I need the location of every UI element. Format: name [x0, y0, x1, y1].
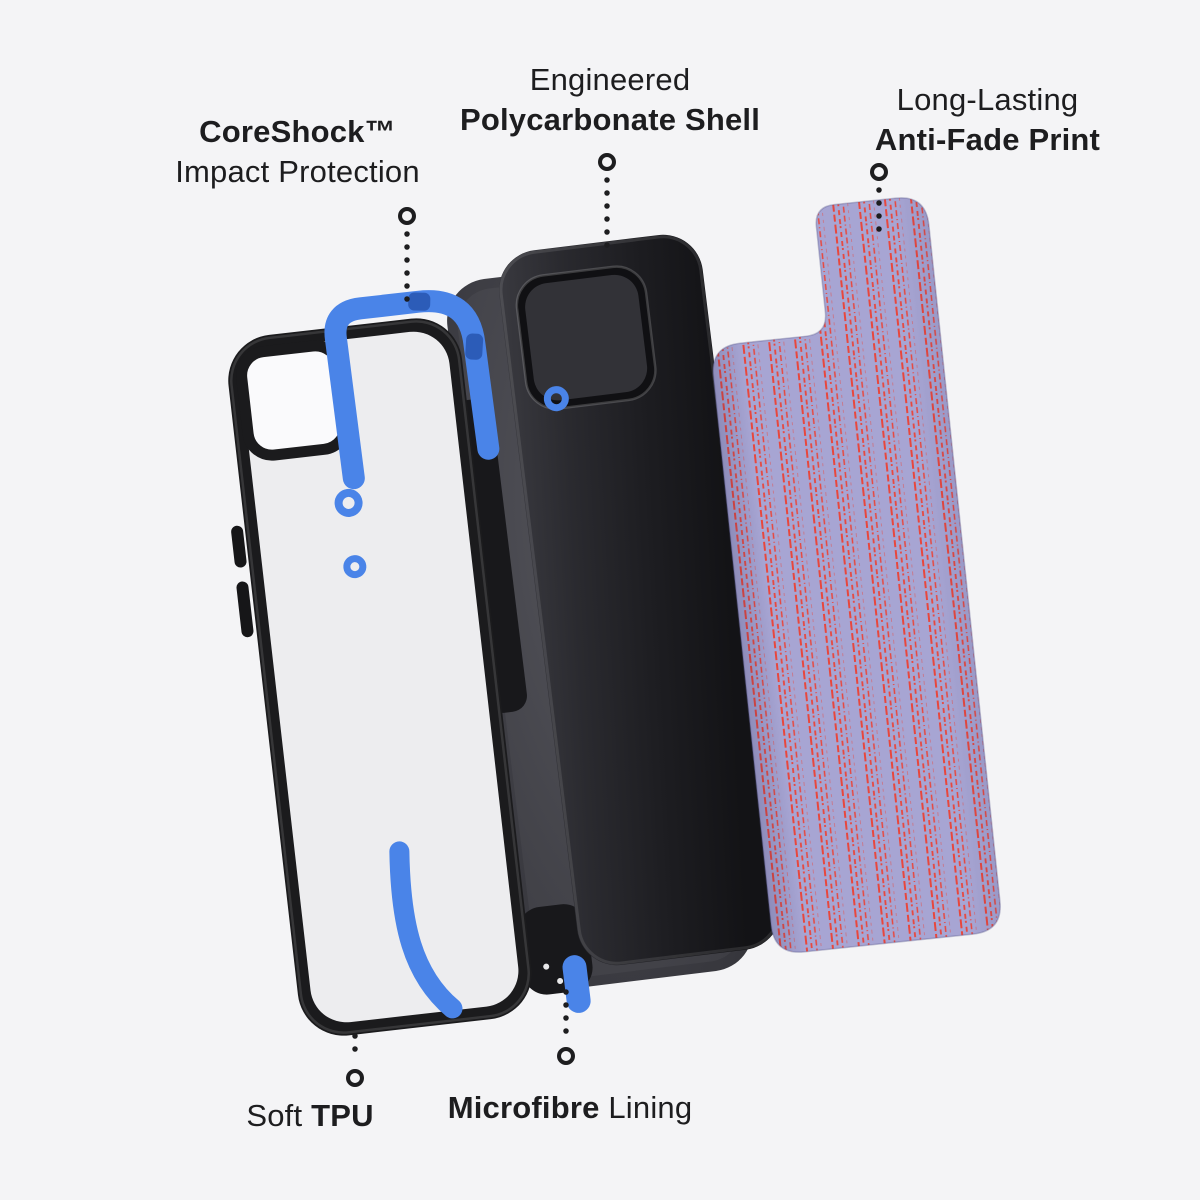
- microfibre-post: Lining: [599, 1090, 693, 1125]
- polycarbonate-title: Polycarbonate Shell: [459, 102, 761, 137]
- antifade-title: Anti-Fade Print: [874, 122, 1101, 157]
- leader-dot-print: [870, 163, 888, 181]
- microfibre-title: Microfibre: [447, 1090, 600, 1125]
- leader-dot-shell: [598, 153, 616, 171]
- leader-dot-tpu: [346, 1069, 364, 1087]
- speaker-dot: [557, 978, 564, 985]
- coreshock-frame-notch: [408, 292, 431, 311]
- coreshock-title: CoreShock™: [199, 114, 396, 149]
- camera-cutout-lining: [525, 274, 648, 401]
- antifade-pre: Long-Lasting: [896, 82, 1079, 117]
- callout-coreshock: CoreShock™ Impact Protection: [110, 112, 485, 192]
- shell-body: [498, 234, 782, 966]
- side-button: [236, 581, 254, 638]
- coreshock-ring: [334, 488, 363, 517]
- anti-fade-print-sheet: [712, 197, 1001, 953]
- leader-dot-lining: [557, 1047, 575, 1065]
- speaker-dot: [543, 963, 550, 970]
- clear-back: [241, 331, 519, 1023]
- callout-antifade: Long-Lasting Anti-Fade Print: [800, 80, 1175, 160]
- print-sheet-shade: [713, 197, 1001, 953]
- polycarbonate-pre: Engineered: [529, 62, 691, 97]
- clear-tpu-case: [228, 290, 532, 1036]
- camera-ring-accent: [543, 386, 569, 412]
- callout-tpu: Soft TPU: [160, 1096, 460, 1136]
- blue-tab: [562, 955, 591, 1013]
- callout-microfibre: Microfibre Lining: [390, 1088, 750, 1128]
- callout-polycarbonate: Engineered Polycarbonate Shell: [425, 60, 795, 140]
- polycarbonate-shell-layer: [498, 234, 782, 966]
- leader-lines: [346, 153, 888, 1087]
- coreshock-subtitle: Impact Protection: [175, 154, 420, 189]
- tpu-pre: Soft: [246, 1098, 312, 1133]
- coreshock-frame-notch: [465, 333, 484, 360]
- tpu-title: TPU: [311, 1098, 374, 1133]
- coreshock-ring: [343, 555, 367, 579]
- camera-cutout-edge: [515, 265, 657, 410]
- coreshock-bottom-rail: [389, 841, 463, 1019]
- leader-dot-coreshock: [398, 207, 416, 225]
- side-button: [231, 525, 247, 568]
